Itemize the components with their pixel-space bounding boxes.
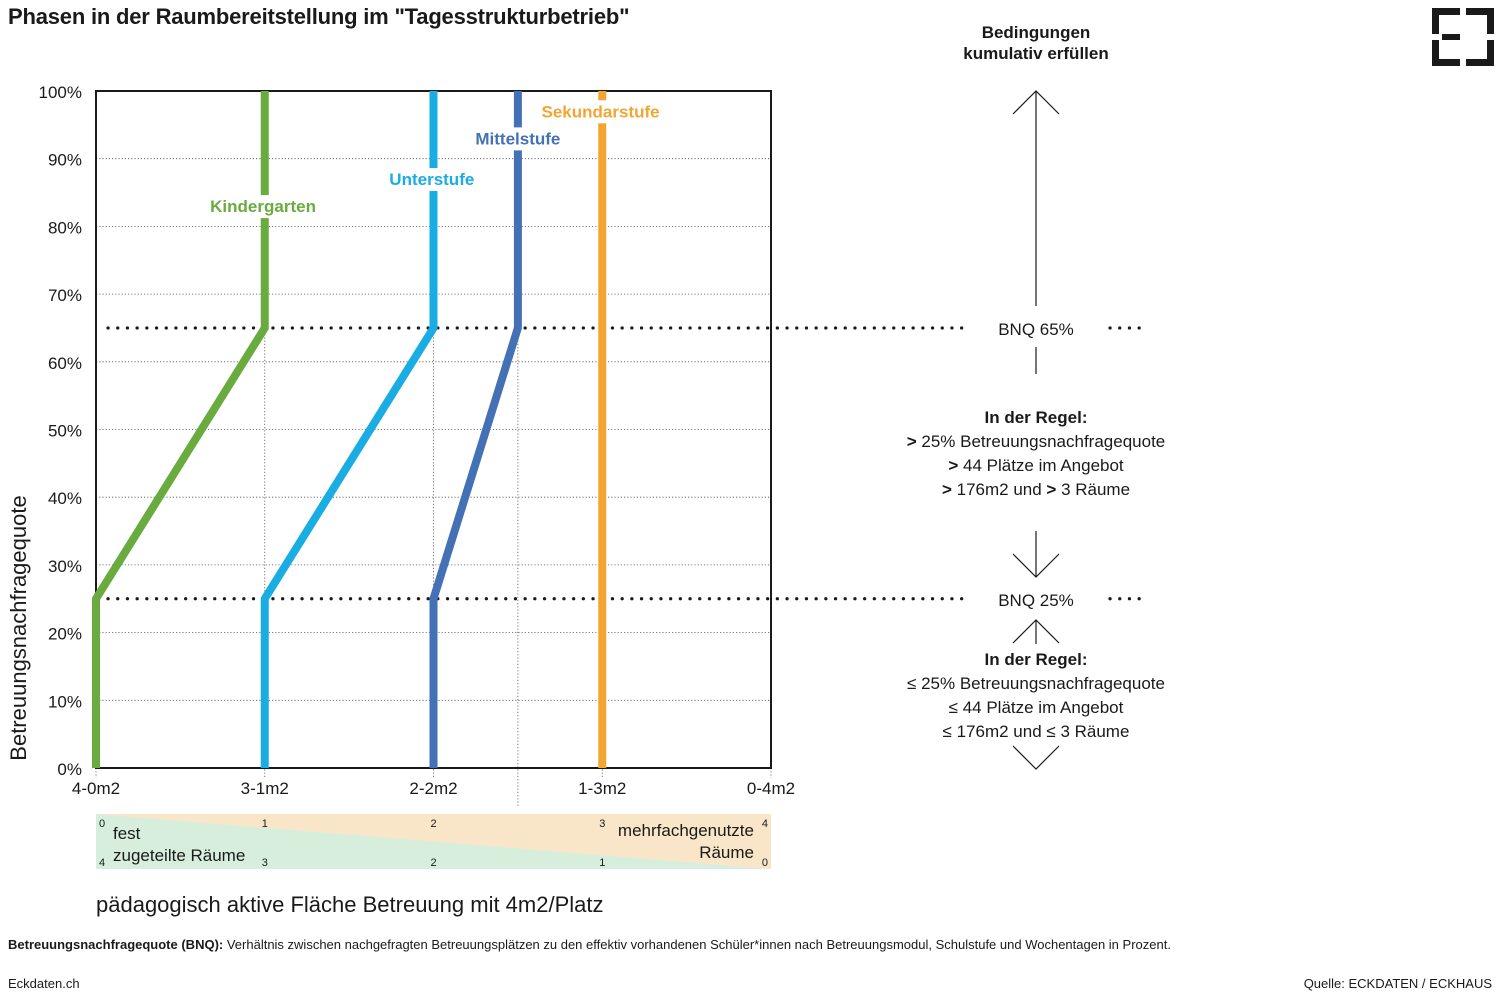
upper-rule-line: > 44 Plätze im Angebot bbox=[948, 456, 1124, 475]
rule-text: 25% Betreuungsnachfragequote bbox=[917, 432, 1166, 451]
bar-bottom-number: 0 bbox=[762, 857, 768, 869]
bar-top-number: 3 bbox=[599, 818, 605, 830]
footnote-text: Verhältnis zwischen nachgefragten Betreu… bbox=[223, 937, 1171, 952]
site-name: Eckdaten.ch bbox=[8, 976, 80, 991]
y-tick-label: 10% bbox=[48, 692, 82, 711]
y-tick-label: 100% bbox=[39, 83, 82, 102]
y-tick-label: 70% bbox=[48, 286, 82, 305]
series-label: Kindergarten bbox=[210, 197, 316, 216]
bar-bottom-number: 3 bbox=[262, 857, 268, 869]
series-label-bg bbox=[535, 100, 666, 124]
arrow-up-small-head bbox=[1012, 619, 1060, 644]
series-line bbox=[260, 91, 438, 768]
y-tick-label: 60% bbox=[48, 354, 82, 373]
bar-top-number: 1 bbox=[262, 818, 268, 830]
threshold-label: BNQ 25% bbox=[998, 591, 1074, 610]
series-label: Sekundarstufe bbox=[542, 102, 660, 121]
bar-bottom-number: 1 bbox=[599, 857, 605, 869]
source-credit: Quelle: ECKDATEN / ECKHAUS bbox=[1303, 976, 1492, 991]
fixed-rooms-area bbox=[96, 814, 771, 869]
y-tick-label: 40% bbox=[48, 489, 82, 508]
series-line bbox=[429, 91, 522, 768]
arrow-down-head bbox=[1012, 553, 1060, 578]
comparison-symbol: > bbox=[1046, 480, 1056, 499]
bar-bottom-number: 2 bbox=[430, 857, 436, 869]
upper-rule-line: > 25% Betreuungsnachfragequote bbox=[907, 432, 1166, 451]
x-tick-label: 0-4m2 bbox=[747, 779, 795, 798]
series-label-group: Unterstufe bbox=[383, 168, 481, 192]
series-label: Mittelstufe bbox=[475, 129, 560, 148]
series-label-bg bbox=[383, 168, 481, 192]
bar-top-number: 2 bbox=[430, 818, 436, 830]
threshold-label: BNQ 65% bbox=[998, 320, 1074, 339]
series-label-bg bbox=[469, 127, 567, 151]
y-axis-title: Betreuungsnachfragequote bbox=[6, 495, 31, 760]
x-tick-label: 1-3m2 bbox=[578, 779, 626, 798]
y-tick-label: 50% bbox=[48, 422, 82, 441]
arrow-down-bottom-head bbox=[1012, 745, 1060, 770]
series-label-group: Mittelstufe bbox=[469, 127, 567, 151]
series-label-group: Sekundarstufe bbox=[535, 100, 666, 124]
conditions-heading: Bedingungen bbox=[982, 23, 1091, 42]
fixed-rooms-label: fest bbox=[113, 824, 141, 843]
rule-text: 3 Räume bbox=[1056, 480, 1130, 499]
conditions-heading: kumulativ erfüllen bbox=[963, 44, 1108, 63]
series-label: Unterstufe bbox=[389, 170, 474, 189]
y-tick-label: 0% bbox=[57, 760, 82, 779]
comparison-symbol: > bbox=[948, 456, 958, 475]
lower-rule-line: ≤ 176m2 und ≤ 3 Räume bbox=[943, 722, 1130, 741]
shared-rooms-label: mehrfachgenutzte bbox=[618, 821, 754, 840]
bar-top-number: 4 bbox=[762, 818, 768, 830]
lower-rule-line: ≤ 25% Betreuungsnachfragequote bbox=[907, 674, 1165, 693]
y-tick-label: 90% bbox=[48, 151, 82, 170]
eckdaten-logo bbox=[1432, 8, 1494, 66]
bar-bottom-number: 4 bbox=[99, 857, 105, 869]
upper-rule-title: In der Regel: bbox=[985, 408, 1088, 427]
fixed-rooms-label: zugeteilte Räume bbox=[113, 846, 245, 865]
comparison-symbol: > bbox=[907, 432, 917, 451]
rule-text: 44 Plätze im Angebot bbox=[958, 456, 1124, 475]
comparison-symbol: > bbox=[942, 480, 952, 499]
y-tick-label: 80% bbox=[48, 218, 82, 237]
bar-top-number: 0 bbox=[99, 818, 105, 830]
series-label-bg bbox=[204, 195, 322, 219]
x-tick-label: 3-1m2 bbox=[241, 779, 289, 798]
x-axis-title: pädagogisch aktive Fläche Betreuung mit … bbox=[96, 892, 604, 917]
series-label-group: Kindergarten bbox=[204, 195, 322, 219]
arrow-up-head bbox=[1012, 90, 1060, 115]
rule-text: 176m2 und bbox=[952, 480, 1047, 499]
x-tick-label: 2-2m2 bbox=[409, 779, 457, 798]
x-tick-label: 4-0m2 bbox=[72, 779, 120, 798]
shared-rooms-label: Räume bbox=[699, 843, 754, 862]
lower-rule-line: ≤ 44 Plätze im Angebot bbox=[949, 698, 1124, 717]
y-tick-label: 20% bbox=[48, 625, 82, 644]
upper-rule-line: > 176m2 und > 3 Räume bbox=[942, 480, 1130, 499]
lower-rule-title: In der Regel: bbox=[985, 650, 1088, 669]
y-tick-label: 30% bbox=[48, 557, 82, 576]
footnote: Betreuungsnachfragequote (BNQ): Verhältn… bbox=[8, 937, 1171, 952]
chart-title: Phasen in der Raumbereitstellung im "Tag… bbox=[8, 4, 630, 29]
footnote-term: Betreuungsnachfragequote (BNQ): bbox=[8, 937, 224, 952]
